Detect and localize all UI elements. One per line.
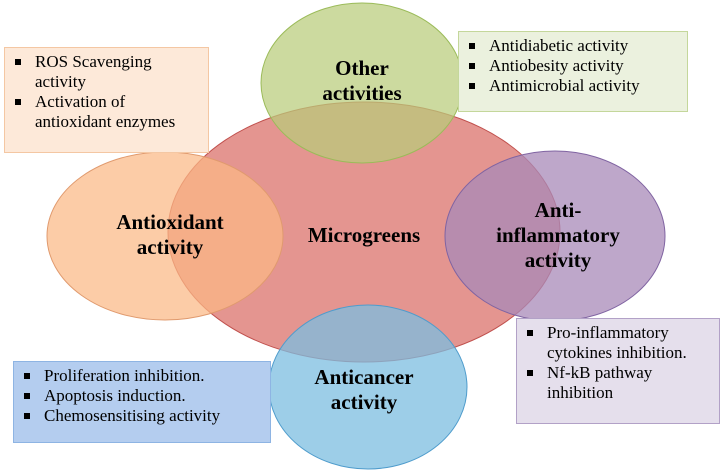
antioxidant-detail-text: ROS Scavenging activity	[35, 52, 152, 91]
other-activities-detail-item: Antiobesity activity	[467, 56, 681, 76]
bullet-icon	[469, 43, 475, 49]
anti-inflammatory-detail-item: Nf-kB pathway inhibition	[525, 363, 713, 403]
anti-inflammatory-detail-text: Pro-inflammatory cytokines inhibition.	[547, 323, 687, 362]
bullet-icon	[24, 373, 30, 379]
antioxidant-detail-text: Activation of antioxidant enzymes	[35, 92, 176, 131]
other-activities-detail-item: Antimicrobial activity	[467, 76, 681, 96]
anticancer-detail-item: Apoptosis induction.	[22, 386, 264, 406]
bullet-icon	[527, 370, 533, 376]
other-activities-label-line-1: Other	[335, 56, 389, 80]
bullet-icon	[469, 83, 475, 89]
bullet-icon	[24, 413, 30, 419]
anti-inflammatory-label: Anti- inflammatory activity	[478, 198, 638, 273]
anticancer-detail-box: Proliferation inhibition. Apoptosis indu…	[13, 361, 271, 443]
other-activities-detail-text: Antidiabetic activity	[489, 36, 629, 55]
anti-inflammatory-label-line-2: inflammatory	[496, 223, 620, 247]
anti-inflammatory-detail-text: Nf-kB pathway inhibition	[547, 363, 653, 402]
bullet-icon	[469, 63, 475, 69]
anti-inflammatory-label-line-1: Anti-	[534, 198, 582, 222]
anticancer-label-line-2: activity	[330, 390, 398, 414]
anticancer-detail-text: Chemosensitising activity	[44, 406, 221, 425]
other-activities-detail-text: Antimicrobial activity	[489, 76, 640, 95]
anticancer-label-line-1: Anticancer	[314, 365, 414, 389]
other-activities-label: Other activities	[292, 56, 432, 106]
bullet-icon	[15, 59, 21, 65]
antioxidant-label-line-1: Antioxidant	[116, 210, 224, 234]
bullet-icon	[527, 330, 533, 336]
anticancer-detail-item: Chemosensitising activity	[22, 406, 264, 426]
center-label-text: Microgreens	[307, 223, 421, 247]
antioxidant-label-line-2: activity	[136, 235, 204, 259]
other-activities-detail-item: Antidiabetic activity	[467, 36, 681, 56]
other-activities-label-line-2: activities	[322, 81, 402, 105]
antioxidant-label: Antioxidant activity	[90, 210, 250, 260]
anticancer-label: Anticancer activity	[284, 365, 444, 415]
other-activities-detail-box: Antidiabetic activity Antiobesity activi…	[458, 31, 688, 112]
center-label: Microgreens	[284, 223, 444, 248]
other-activities-detail-text: Antiobesity activity	[489, 56, 624, 75]
antioxidant-detail-item: ROS Scavenging activity	[13, 52, 202, 92]
anticancer-detail-text: Proliferation inhibition.	[44, 366, 205, 385]
anticancer-detail-text: Apoptosis induction.	[44, 386, 186, 405]
antioxidant-detail-item: Activation of antioxidant enzymes	[13, 92, 202, 132]
bullet-icon	[24, 393, 30, 399]
anti-inflammatory-detail-box: Pro-inflammatory cytokines inhibition. N…	[516, 318, 720, 424]
anticancer-detail-item: Proliferation inhibition.	[22, 366, 264, 386]
bullet-icon	[15, 99, 21, 105]
anti-inflammatory-detail-item: Pro-inflammatory cytokines inhibition.	[525, 323, 713, 363]
antioxidant-detail-box: ROS Scavenging activity Activation of an…	[4, 47, 209, 153]
anti-inflammatory-label-line-3: activity	[524, 248, 592, 272]
